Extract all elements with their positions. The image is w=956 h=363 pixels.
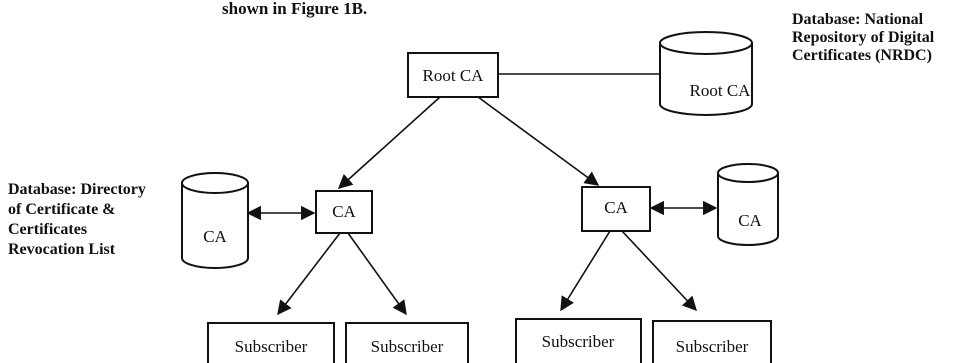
root-ca-label: Root CA xyxy=(423,66,485,85)
subscriber-3-label: Subscriber xyxy=(542,332,615,351)
subscriber-1-label: Subscriber xyxy=(235,337,308,356)
subscriber-node-2: Subscriber xyxy=(345,322,469,363)
subscriber-node-1: Subscriber xyxy=(207,322,335,363)
root-db-caption-line-2: Repository of Digital xyxy=(792,29,935,46)
left-db-caption-line-4: Revocation List xyxy=(8,241,116,258)
right-ca-label: CA xyxy=(604,198,628,217)
right-ca-node: CA xyxy=(581,186,651,232)
root-db-caption: Database: National Repository of Digital… xyxy=(792,11,935,64)
arrow-left-ca-to-subscriber-2 xyxy=(347,232,407,316)
left-ca-database-label: CA xyxy=(203,227,227,246)
root-ca-database: Root CA xyxy=(659,31,753,116)
arrow-root-to-right-ca xyxy=(477,96,600,186)
left-db-caption-line-3: Certificates xyxy=(8,221,87,238)
root-ca-database-label: Root CA xyxy=(690,81,752,100)
left-ca-database: CA xyxy=(181,172,249,269)
root-ca-node: Root CA xyxy=(407,52,499,98)
left-ca-caption: Database: Directory of Certificate & Cer… xyxy=(8,181,146,258)
left-db-caption-line-1: Database: Directory xyxy=(8,181,146,198)
right-ca-database: CA xyxy=(717,163,779,246)
left-ca-label: CA xyxy=(332,202,356,221)
arrow-root-to-left-ca xyxy=(337,96,441,189)
root-db-caption-line-3: Certificates (NRDC) xyxy=(792,47,932,64)
clipped-header-text: shown in Figure 1B. xyxy=(222,0,367,18)
arrow-right-ca-to-subscriber-4 xyxy=(621,230,697,312)
root-db-caption-line-1: Database: National xyxy=(792,11,924,28)
arrow-right-ca-to-subscriber-3 xyxy=(560,230,611,312)
subscriber-node-3: Subscriber xyxy=(515,318,642,363)
left-db-caption-line-2: of Certificate & xyxy=(8,201,116,218)
right-ca-database-label: CA xyxy=(738,211,762,230)
arrow-left-ca-to-subscriber-1 xyxy=(277,232,341,316)
subscriber-2-label: Subscriber xyxy=(371,337,444,356)
left-ca-node: CA xyxy=(315,190,373,234)
subscriber-node-4: Subscriber xyxy=(652,320,772,363)
subscriber-4-label: Subscriber xyxy=(676,337,749,356)
